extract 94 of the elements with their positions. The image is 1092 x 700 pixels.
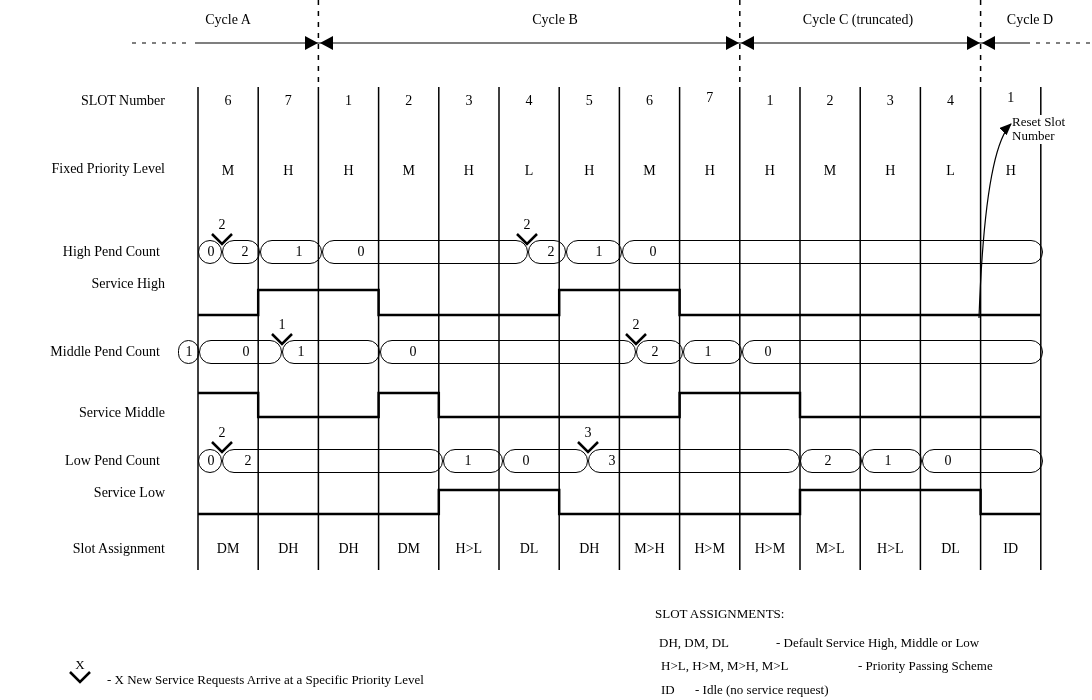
slot-number: 6 — [646, 94, 653, 108]
count-value: 1 — [595, 245, 603, 259]
note-text: - Priority Passing Scheme — [858, 658, 993, 672]
note-heading: SLOT ASSIGNMENTS: — [655, 606, 785, 620]
count-value: 3 — [608, 454, 616, 468]
count-value: 1 — [464, 454, 472, 468]
count-value: 2 — [244, 454, 252, 468]
arrival-count: 2 — [632, 318, 640, 332]
arrival-count: 3 — [584, 426, 592, 440]
slot-number: 3 — [465, 94, 473, 108]
priority-level: H — [584, 164, 595, 178]
priority-level: H — [463, 164, 474, 178]
count-value: 2 — [651, 345, 659, 359]
note-text: - Default Service High, Middle or Low — [776, 635, 980, 649]
slot-assignment: H>L — [455, 542, 483, 556]
slot-number: 2 — [405, 94, 413, 108]
row-label: Middle Pend Count — [50, 345, 160, 359]
slot-assignment: DH — [579, 542, 600, 556]
priority-level: H — [343, 164, 354, 178]
slot-assignment: DL — [519, 542, 539, 556]
cycle-label: Cycle B — [532, 13, 578, 27]
count-value: 1 — [704, 345, 712, 359]
note-text: - Idle (no service request) — [695, 682, 829, 696]
slot-number: 3 — [886, 94, 894, 108]
priority-level: L — [946, 164, 955, 178]
count-value: 2 — [241, 245, 249, 259]
row-label: Low Pend Count — [65, 454, 160, 468]
priority-level: M — [823, 164, 837, 178]
count-value: 0 — [944, 454, 952, 468]
leader-arrow — [978, 123, 1012, 319]
cycle-label: Cycle C (truncated) — [802, 13, 914, 27]
count-value: 0 — [357, 245, 365, 259]
priority-level: M — [643, 164, 656, 178]
count-value: 2 — [824, 454, 832, 468]
count-value: 0 — [242, 345, 250, 359]
slot-assignment: M>H — [634, 542, 665, 556]
count-value: 0 — [207, 245, 215, 259]
slot-number: 4 — [525, 94, 533, 108]
count-value: 2 — [547, 245, 555, 259]
slot-number: 1 — [345, 94, 352, 108]
slot-number: 7 — [284, 94, 292, 108]
row-label: Fixed Priority Level — [51, 162, 165, 176]
note-text: ID — [661, 682, 675, 696]
count-value: 0 — [409, 345, 417, 359]
row-label: Service High — [91, 277, 165, 291]
row-label: Service Low — [93, 486, 165, 500]
slot-assignment: H>M — [754, 542, 786, 556]
slot-assignment: ID — [1003, 542, 1019, 556]
note-text: DH, DM, DL — [659, 635, 730, 649]
slot-number: 2 — [826, 94, 834, 108]
slot-assignment: DM — [216, 542, 240, 556]
row-label: Service Middle — [79, 406, 165, 420]
slot-number: 6 — [224, 94, 232, 108]
count-segment — [742, 340, 1043, 364]
slot-assignment: DM — [397, 542, 420, 556]
slot-number: 1 — [766, 94, 774, 108]
priority-level: H — [704, 164, 715, 178]
priority-level: L — [524, 164, 534, 178]
count-value: 0 — [522, 454, 530, 468]
arrival-count: 2 — [218, 426, 226, 440]
slot-number: 4 — [947, 94, 954, 108]
slot-assignment: DH — [278, 542, 299, 556]
cycle-label: Cycle A — [205, 13, 251, 27]
slot-assignment: H>M — [694, 542, 725, 556]
slot-assignment: DH — [338, 542, 359, 556]
arrival-count: 2 — [218, 218, 226, 232]
row-label: SLOT Number — [80, 94, 165, 108]
arrival-count: 1 — [278, 318, 286, 332]
slot-number: 5 — [585, 94, 593, 108]
row-label: Slot Assignment — [72, 542, 165, 556]
priority-level: M — [221, 164, 235, 178]
priority-level: H — [1005, 164, 1016, 178]
priority-level: H — [885, 164, 896, 178]
priority-level: H — [764, 164, 775, 178]
slot-number: 7 — [706, 91, 714, 105]
slot-assignment: H>L — [877, 542, 904, 556]
count-value: 0 — [649, 245, 657, 259]
count-value: 1 — [295, 245, 303, 259]
count-value: 1 — [185, 345, 193, 359]
legend-symbol-label: X — [75, 657, 85, 671]
arrival-count: 2 — [523, 218, 531, 232]
slot-assignment: DL — [941, 542, 960, 556]
row-label: High Pend Count — [62, 245, 160, 259]
legend-text: - X New Service Requests Arrive at a Specific Priority Level — [107, 672, 424, 686]
slot-number: 1 — [1007, 91, 1015, 105]
count-value: 1 — [884, 454, 892, 468]
cycle-label: Cycle D — [1006, 13, 1054, 27]
priority-level: H — [283, 164, 294, 178]
priority-level: M — [402, 164, 415, 178]
note-text: H>L, H>M, M>H, M>L — [661, 658, 789, 672]
count-value: 0 — [207, 454, 215, 468]
slot-assignment: M>L — [815, 542, 845, 556]
count-value: 1 — [297, 345, 305, 359]
count-value: 0 — [764, 345, 772, 359]
